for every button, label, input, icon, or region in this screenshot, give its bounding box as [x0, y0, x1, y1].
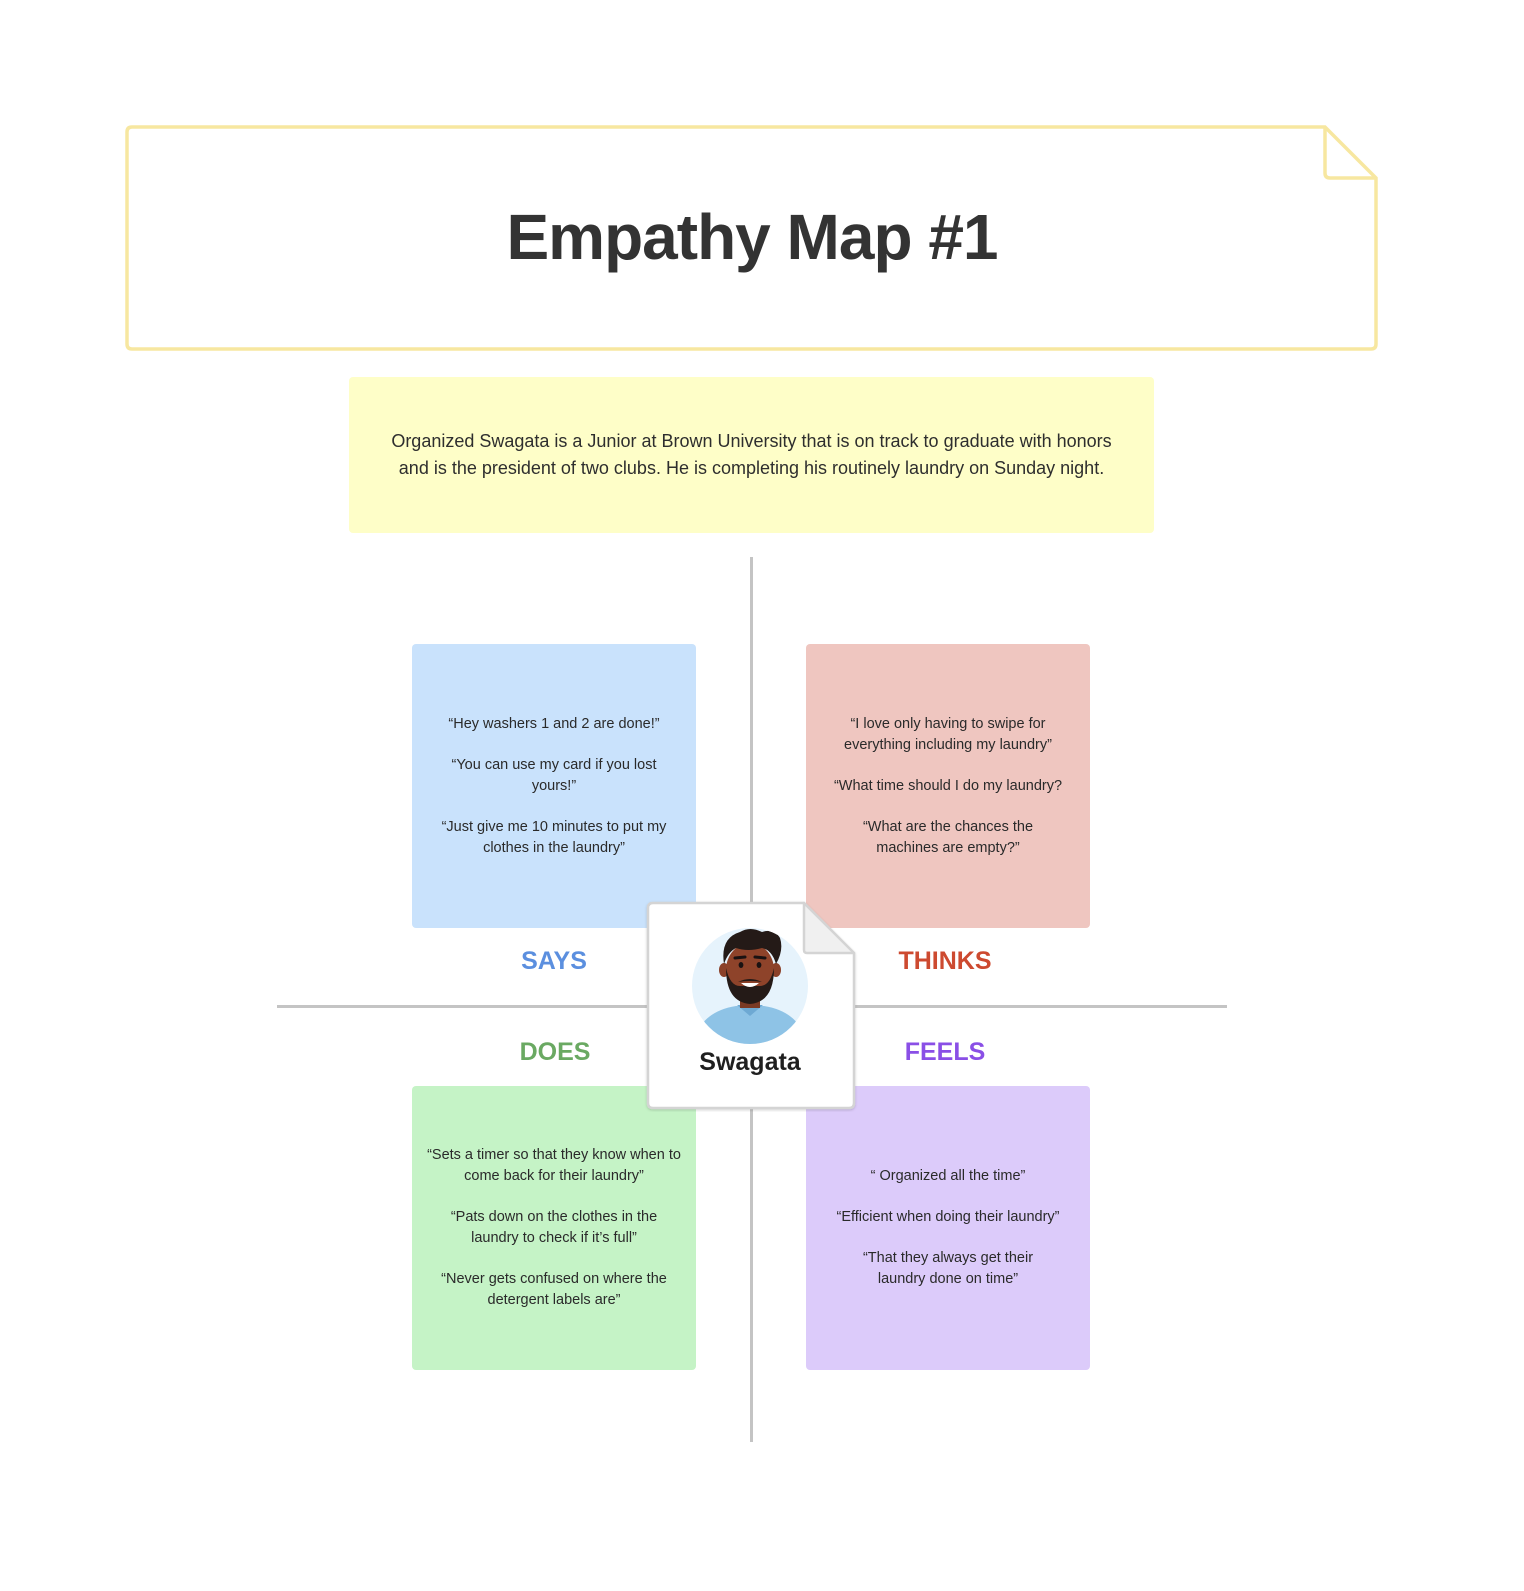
persona-name: Swagata	[699, 1048, 801, 1076]
feels-item: “That they always get their laundry done…	[862, 1250, 1034, 1287]
person-avatar-icon	[692, 928, 808, 1044]
does-label: DOES	[519, 1038, 591, 1066]
does-item: “Pats down on the clothes in the laundry…	[450, 1209, 658, 1246]
thinks-item: “I love only having to swipe for everyth…	[844, 715, 1052, 753]
thinks-sticky-note[interactable]: “I love only having to swipe for everyth…	[806, 644, 1090, 928]
says-item: “Just give me 10 minutes to put my cloth…	[441, 818, 667, 856]
description-line-2: and is the president of two clubs. He is…	[398, 458, 1105, 478]
does-item: “Sets a timer so that they know when to …	[427, 1147, 681, 1184]
feels-sticky-note[interactable]: “ Organized all the time” “Efficient whe…	[806, 1086, 1090, 1370]
thinks-item: “What are the chances the machines are e…	[862, 818, 1034, 856]
does-item: “Never gets confused on where the deterg…	[441, 1271, 667, 1308]
persona-description: Organized Swagata is a Junior at Brown U…	[391, 428, 1111, 482]
says-item: “Hey washers 1 and 2 are done!”	[448, 715, 660, 732]
feels-item: “ Organized all the time”	[870, 1168, 1026, 1184]
says-sticky-note[interactable]: “Hey washers 1 and 2 are done!” “You can…	[412, 644, 696, 928]
description-line-1: Organized Swagata is a Junior at Brown U…	[391, 431, 1112, 451]
persona-card[interactable]	[644, 898, 858, 1112]
says-label: SAYS	[521, 947, 587, 975]
does-sticky-note[interactable]: “Sets a timer so that they know when to …	[412, 1086, 696, 1370]
says-item: “You can use my card if you lost yours!”	[451, 756, 657, 794]
thinks-item: “What time should I do my laundry?	[833, 777, 1063, 794]
feels-label: FEELS	[904, 1038, 986, 1066]
persona-description-note[interactable]: Organized Swagata is a Junior at Brown U…	[349, 377, 1154, 533]
thinks-label: THINKS	[898, 947, 992, 975]
page-title: Empathy Map #1	[506, 201, 998, 273]
feels-item: “Efficient when doing their laundry”	[836, 1209, 1060, 1225]
title-frame	[125, 125, 1378, 351]
